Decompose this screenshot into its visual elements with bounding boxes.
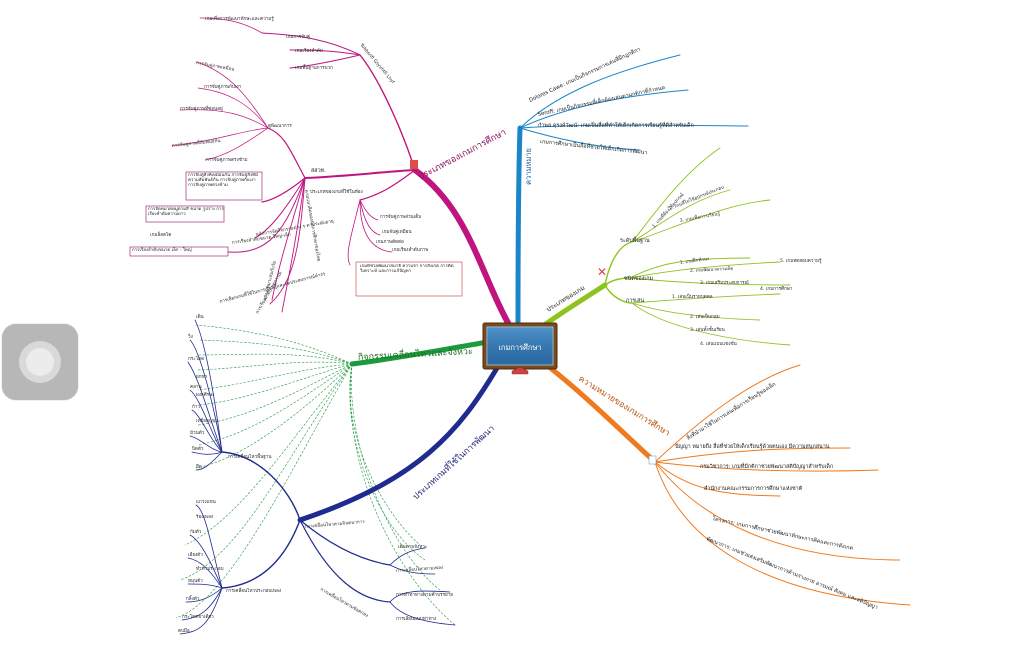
assistive-touch-outer-ring bbox=[19, 341, 61, 383]
navy-leaf-13: กลิ้งตัว bbox=[186, 595, 200, 602]
navy-leaf-24: การเลียนแบบท่าทาง bbox=[396, 615, 436, 622]
lime-branch-close-icon: ✕ bbox=[597, 265, 607, 279]
pink-branch-icon bbox=[410, 160, 418, 169]
pink-note-box-1 bbox=[185, 171, 263, 201]
pink-sub-4: ดูพัฒนาการ bbox=[268, 122, 292, 129]
navy-leaf-15: ตบมือ bbox=[178, 627, 190, 634]
blue-branch bbox=[515, 54, 749, 328]
navy-leaf-19: ร้องเพลง bbox=[196, 514, 213, 520]
navy-leaf-23: การทำท่าทางตามคำบรรยาย bbox=[396, 592, 453, 598]
pink-note-box-4 bbox=[355, 261, 463, 297]
navy-leaf-21: เต้นตามจังหวะ bbox=[398, 543, 428, 550]
navy-leaf-4: คลาน bbox=[190, 385, 202, 390]
lime-sub-c: การเล่น bbox=[626, 298, 644, 304]
navy-leaf-18: เหยียดแขน bbox=[196, 417, 219, 424]
pink-leaf-10: การจับคู่ภาพส่วนเต็ม bbox=[380, 212, 421, 220]
lime-item-5: 2. เกมพัฒนาความคิด bbox=[690, 265, 734, 274]
orange-item-4: สำนักงานคณะกรรมการการศึกษาแห่งชาติ bbox=[704, 485, 803, 492]
pink-note-3: การเรียงลำดับขนาด เล็ก - ใหญ่ bbox=[132, 248, 192, 253]
orange-branch bbox=[537, 357, 911, 606]
lime-item-8: 5. เกมทดสอบความรู้ bbox=[780, 258, 822, 264]
blue-item-3: กำพล ดุรงค์วัฒน์: เกมเป็นสื่อที่ทำให้เด็… bbox=[538, 121, 694, 129]
pink-leaf-11: เกมจับคู่เหมือน bbox=[382, 228, 412, 235]
assistive-touch-button[interactable] bbox=[2, 324, 78, 400]
pink-leaf-4: เกมพื้นฐานการบวก bbox=[295, 64, 333, 71]
navy-branch-labels: ประเภทเกมที่ใช้ในการพัฒนา การเคลื่อนไหวพ… bbox=[178, 314, 497, 634]
pink-sub-3: ประเภทของเกมที่ใช้ในห้อง bbox=[310, 188, 363, 195]
green-branch bbox=[175, 324, 491, 626]
blue-item-4: เกมการศึกษาเป็นสื่อที่ช่วยให้เด็กเกิดการ… bbox=[540, 137, 648, 156]
lime-item-12: 4. เล่นแบบแข่งขัน bbox=[700, 340, 738, 347]
navy-sub-c: การเคลื่อนไหวตามจินตนาการ bbox=[305, 518, 366, 530]
lime-sub-a: ระดับพื้นฐาน bbox=[620, 236, 650, 244]
pink-note-2: การจัดหมวดหมู่ตามสี ขนาด รูปร่าง การเรีย… bbox=[148, 207, 224, 218]
navy-branch bbox=[179, 319, 500, 635]
pink-leaf-1: เกมเพื่อการพัฒนาทักษะและความรู้ bbox=[205, 15, 274, 22]
navy-leaf-20: ทำท่าประกอบ bbox=[196, 566, 224, 572]
pink-leaf-12: เกมภาพตัดต่อ bbox=[376, 238, 404, 245]
pink-branch-title: ประเภทของเกมการศึกษา bbox=[416, 127, 508, 183]
lime-item-10: 2. เล่นเป็นกลุ่ม bbox=[690, 312, 720, 320]
navy-leaf-2: วิ่ง bbox=[188, 333, 193, 340]
navy-leaf-17: ยกขา bbox=[196, 375, 208, 380]
pink-note-box-2 bbox=[145, 205, 225, 223]
pink-note-4: เกมที่ช่วยพัฒนาสมาธิ ความจำ การสังเกต กา… bbox=[360, 264, 454, 275]
navy-sub-d: การเคลื่อนไหวตามข้อตกลง bbox=[319, 586, 370, 619]
pink-sub-1: สสวท. bbox=[311, 167, 326, 174]
pink-note-box-3 bbox=[129, 246, 229, 257]
navy-leaf-10: ก้มตัว bbox=[190, 528, 202, 535]
blue-branch-labels: ความหมาย Dolores Cawe: เกมเป็นกิจกรรมการ… bbox=[524, 45, 694, 185]
lime-item-11: 3. เล่นทั้งชั้นเรียน bbox=[690, 326, 726, 333]
navy-sub-b: การเคลื่อนไหวประกอบเพลง bbox=[226, 587, 281, 594]
pink-leaf-3: เกมเรียงลำดับ bbox=[295, 47, 323, 54]
navy-leaf-11: เอียงตัว bbox=[188, 551, 203, 558]
pink-branch bbox=[171, 17, 515, 333]
pink-leaf-7: การจับคู่ภาพที่ซ่อนอยู่ bbox=[180, 105, 223, 112]
navy-leaf-7: บิดตัว bbox=[192, 445, 204, 452]
book-icon bbox=[511, 366, 529, 375]
orange-item-2: ปัญญา หมายถึง สื่อที่ช่วยให้เด็กเรียนรู้… bbox=[675, 442, 830, 450]
central-topic-title: เกมการศึกษา bbox=[498, 343, 541, 352]
navy-leaf-14: กระโดดขาเดียว bbox=[182, 613, 214, 620]
navy-branch-title: ประเภทเกมที่ใช้ในการพัฒนา bbox=[410, 422, 497, 502]
lime-branch-labels: ประเภทของเกม ✕ ระดับพื้นฐาน ชนิดของเกม ก… bbox=[545, 183, 822, 347]
navy-leaf-5: ก้าว bbox=[192, 404, 200, 410]
lime-item-3: 3. เกมเพื่อการเรียนรู้ bbox=[679, 210, 721, 224]
orange-item-1: สิ่งที่นำมาใช้ในการเล่นเพื่อการเรียนรู้ข… bbox=[685, 380, 777, 442]
blue-branch-title: ความหมาย bbox=[524, 148, 533, 185]
pink-leaf-8: การจับคู่ภาพที่สัมพันธ์กัน bbox=[171, 137, 221, 149]
pink-sub-6: หลักการจัดกิจกรรมต่าง ๆ ตามระดับอายุ bbox=[255, 217, 334, 238]
pink-note-1: การจับคู่สิ่งที่เหมือนกัน การจับคู่สิ่งท… bbox=[188, 173, 258, 189]
navy-leaf-9: แกว่งแขน bbox=[196, 499, 217, 505]
navy-leaf-6: ม้วนตัว bbox=[190, 429, 205, 436]
lime-sub-b: ชนิดของเกม bbox=[624, 275, 654, 282]
navy-sub-a: การเคลื่อนไหวพื้นฐาน bbox=[228, 453, 272, 460]
navy-leaf-3: กระโดด bbox=[188, 355, 204, 362]
navy-leaf-12: หมุนตัว bbox=[188, 577, 203, 584]
central-topic[interactable]: เกมการศึกษา bbox=[482, 322, 558, 375]
pink-sub-2: Tobbsnfl Gsyvhtfi Lhyf bbox=[358, 42, 396, 86]
orange-branch-note-icon bbox=[648, 455, 657, 465]
orange-branch-title: ความหมายของเกมการศึกษา bbox=[576, 374, 671, 439]
pink-branch-labels: ประเภทของเกมการศึกษา สสวท. Tobbsnfl Gsyv… bbox=[129, 15, 508, 315]
orange-item-3: กรมวิชาการ: เกมที่มีกติกาช่วยพัฒนาสติปัญ… bbox=[700, 462, 833, 470]
lime-item-6: 3. เกมเสริมประสบการณ์ bbox=[700, 279, 749, 286]
pink-leaf-13: เกมเรียงลำดับภาพ bbox=[392, 246, 428, 253]
lime-item-9: 1. เล่นเป็นรายบุคคล bbox=[672, 292, 713, 300]
assistive-touch-inner-ring bbox=[26, 348, 54, 376]
pink-leaf-9: การจับคู่ภาพตรงข้าม bbox=[206, 156, 248, 163]
navy-leaf-16: ผงกศีรษะ bbox=[196, 391, 215, 398]
lime-item-4: 1. เกมฝึกทักษะ bbox=[679, 255, 710, 266]
navy-leaf-8: ยืด bbox=[196, 463, 202, 470]
pink-leaf-2: เกมการจับคู่ bbox=[286, 33, 310, 40]
navy-leaf-22: การเคลื่อนไหวตามเพลง bbox=[396, 564, 444, 574]
lime-branch bbox=[537, 147, 791, 346]
pink-leaf-14: เกมล็อตโต bbox=[150, 230, 171, 238]
lime-item-7: 4. เกมการศึกษา bbox=[760, 286, 793, 292]
pink-leaf-6: การจับคู่ภาพกับเงา bbox=[204, 83, 242, 90]
navy-leaf-1: เดิน bbox=[196, 314, 205, 320]
